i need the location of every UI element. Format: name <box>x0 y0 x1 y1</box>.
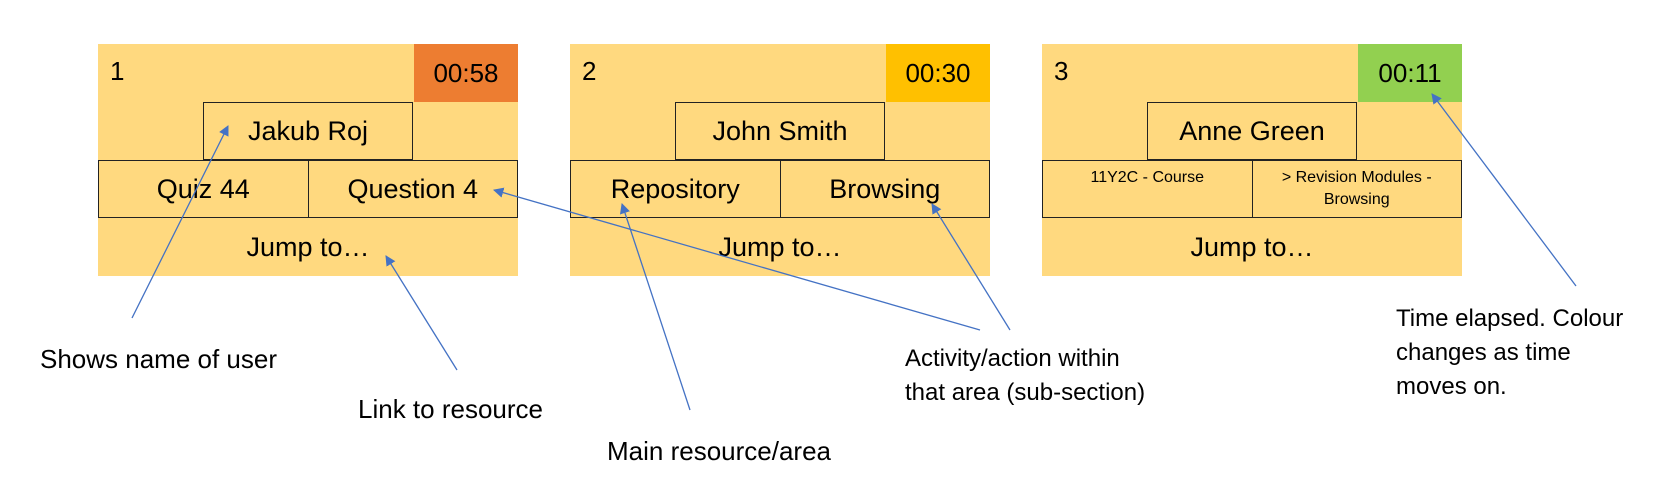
jump-to-link[interactable]: Jump to… <box>718 231 842 262</box>
resource-row: Repository Browsing <box>570 160 990 218</box>
annotation-activity-line2: that area (sub-section) <box>905 379 1146 406</box>
activity-subsection: > Revision Modules - Browsing <box>1252 160 1462 218</box>
timer-badge: 00:11 <box>1358 44 1462 102</box>
user-card-3: 3 00:11 Anne Green 11Y2C - Course > Revi… <box>1042 44 1462 276</box>
card-number: 3 <box>1054 56 1069 86</box>
timer-badge: 00:30 <box>886 44 990 102</box>
card-number: 2 <box>582 56 597 86</box>
timer-badge: 00:58 <box>414 44 518 102</box>
jump-to-link[interactable]: Jump to… <box>1190 231 1314 262</box>
user-name: Anne Green <box>1147 102 1357 160</box>
annotation-time-line3: moves on. <box>1396 373 1507 400</box>
user-card-2: 2 00:30 John Smith Repository Browsing J… <box>570 44 990 276</box>
arrow-time <box>1431 93 1577 287</box>
card-number: 1 <box>110 56 125 86</box>
arrow-main-resource <box>619 203 691 411</box>
jump-to-link[interactable]: Jump to… <box>246 231 370 262</box>
user-name: Jakub Roj <box>203 102 413 160</box>
user-name: John Smith <box>675 102 885 160</box>
arrow-activity-1 <box>493 187 981 331</box>
activity-subsection: Question 4 <box>308 160 518 218</box>
annotation-time-line2: changes as time <box>1396 339 1571 366</box>
main-resource: 11Y2C - Course <box>1042 160 1253 218</box>
main-resource: Quiz 44 <box>98 160 309 218</box>
annotation-user-name: Shows name of user <box>40 344 278 374</box>
arrow-link <box>385 255 458 371</box>
user-card-1: 1 00:58 Jakub Roj Quiz 44 Question 4 Jum… <box>98 44 518 276</box>
resource-row: 11Y2C - Course > Revision Modules - Brow… <box>1042 160 1462 218</box>
annotation-time-line1: Time elapsed. Colour <box>1396 305 1624 332</box>
annotation-link: Link to resource <box>358 394 543 424</box>
annotation-activity-line1: Activity/action within <box>905 345 1120 372</box>
main-resource: Repository <box>570 160 781 218</box>
arrow-user-name <box>131 125 229 319</box>
resource-row: Quiz 44 Question 4 <box>98 160 518 218</box>
annotation-main-resource: Main resource/area <box>607 436 831 466</box>
arrow-activity-2 <box>931 203 1011 331</box>
activity-subsection: Browsing <box>780 160 990 218</box>
